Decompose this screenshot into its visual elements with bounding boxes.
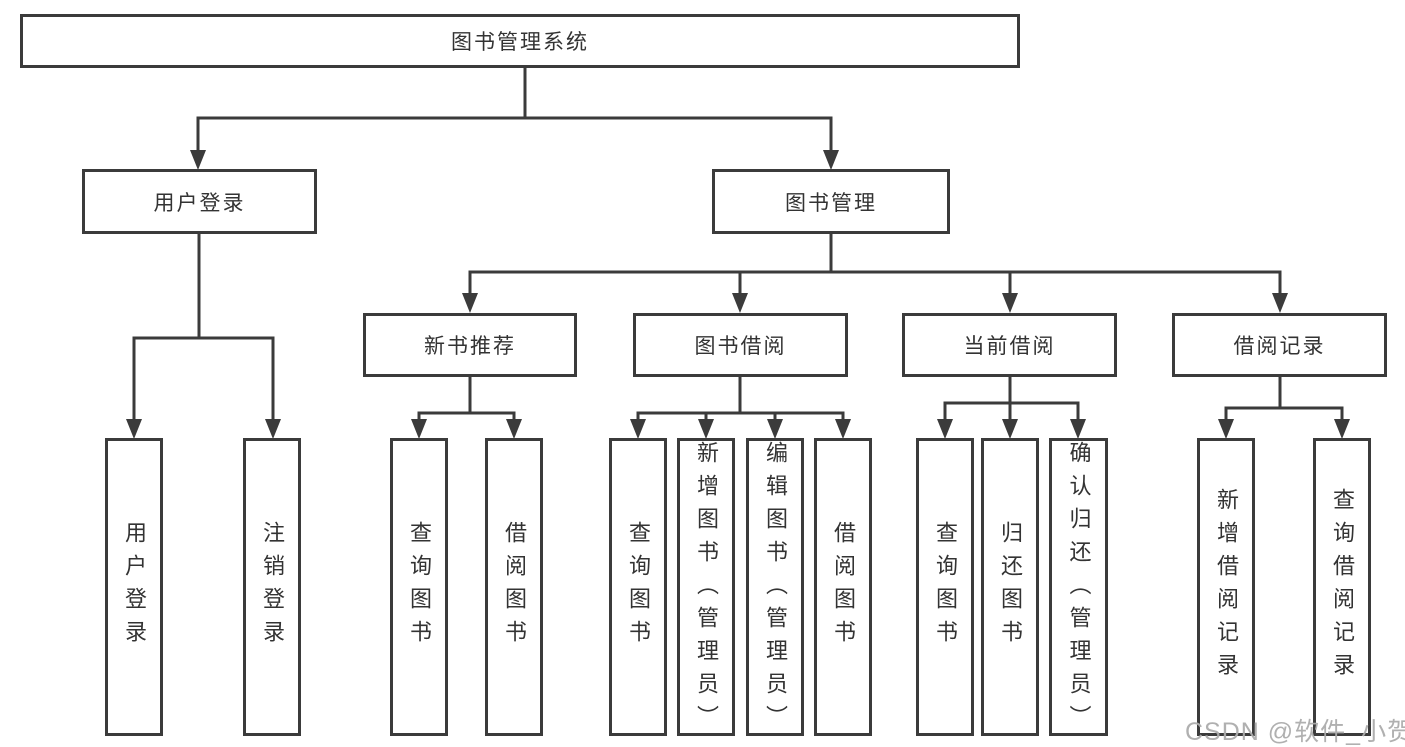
node-book-management-label: 图书管理: [785, 191, 877, 215]
node-book-management: 图书管理: [712, 169, 950, 234]
node-current-borrow: 当前借阅: [902, 313, 1117, 377]
node-leaf-edit-books-admin-label: 编辑图书（管理员）: [763, 441, 788, 738]
node-leaf-query-books-borrow-label: 查询图书: [626, 521, 651, 653]
node-user-login-label: 用户登录: [153, 191, 246, 215]
node-leaf-confirm-return-admin: 确认归还（管理员）: [1049, 438, 1108, 738]
node-leaf-return-books-label: 归还图书: [998, 521, 1023, 653]
node-leaf-add-books-admin: 新增图书（管理员）: [677, 438, 735, 738]
node-leaf-query-borrow-record-label: 查询借阅记录: [1330, 488, 1355, 686]
node-leaf-user-login-label: 用户登录: [122, 521, 147, 653]
node-leaf-user-login: 用户登录: [105, 438, 163, 736]
node-leaf-borrow-books-recommend-label: 借阅图书: [502, 521, 527, 653]
node-leaf-borrow-books-recommend: 借阅图书: [485, 438, 543, 736]
node-book-borrow: 图书借阅: [633, 313, 848, 377]
node-new-book-recommend: 新书推荐: [363, 313, 577, 377]
node-leaf-query-borrow-record: 查询借阅记录: [1313, 438, 1371, 736]
node-leaf-confirm-return-admin-label: 确认归还（管理员）: [1066, 441, 1092, 738]
node-leaf-logout-login: 注销登录: [243, 438, 301, 736]
watermark-text: CSDN @软件_小贺同学: [1185, 718, 1405, 746]
node-leaf-query-books-recommend: 查询图书: [390, 438, 448, 736]
node-user-login: 用户登录: [82, 169, 317, 234]
node-borrow-records-label: 借阅记录: [1233, 335, 1326, 358]
node-leaf-query-books-current-label: 查询图书: [933, 521, 958, 653]
node-book-borrow-label: 图书借阅: [694, 335, 787, 358]
node-leaf-query-books-current: 查询图书: [916, 438, 974, 736]
node-leaf-borrow-books-label: 借阅图书: [831, 521, 856, 653]
node-leaf-borrow-books: 借阅图书: [814, 438, 872, 736]
arrowheads: [126, 150, 1350, 439]
node-leaf-edit-books-admin: 编辑图书（管理员）: [746, 438, 804, 738]
node-leaf-query-books-borrow: 查询图书: [609, 438, 667, 736]
node-root-label: 图书管理系统: [451, 31, 589, 54]
node-leaf-return-books: 归还图书: [981, 438, 1039, 736]
node-leaf-query-books-recommend-label: 查询图书: [407, 521, 432, 653]
node-root: 图书管理系统: [20, 14, 1020, 68]
node-leaf-add-books-admin-label: 新增图书（管理员）: [694, 441, 719, 738]
node-leaf-add-borrow-record: 新增借阅记录: [1197, 438, 1255, 736]
node-leaf-add-borrow-record-label: 新增借阅记录: [1214, 488, 1239, 686]
node-current-borrow-label: 当前借阅: [963, 335, 1056, 358]
node-new-book-recommend-label: 新书推荐: [424, 335, 516, 358]
node-leaf-logout-login-label: 注销登录: [260, 521, 285, 653]
node-borrow-records: 借阅记录: [1172, 313, 1387, 377]
